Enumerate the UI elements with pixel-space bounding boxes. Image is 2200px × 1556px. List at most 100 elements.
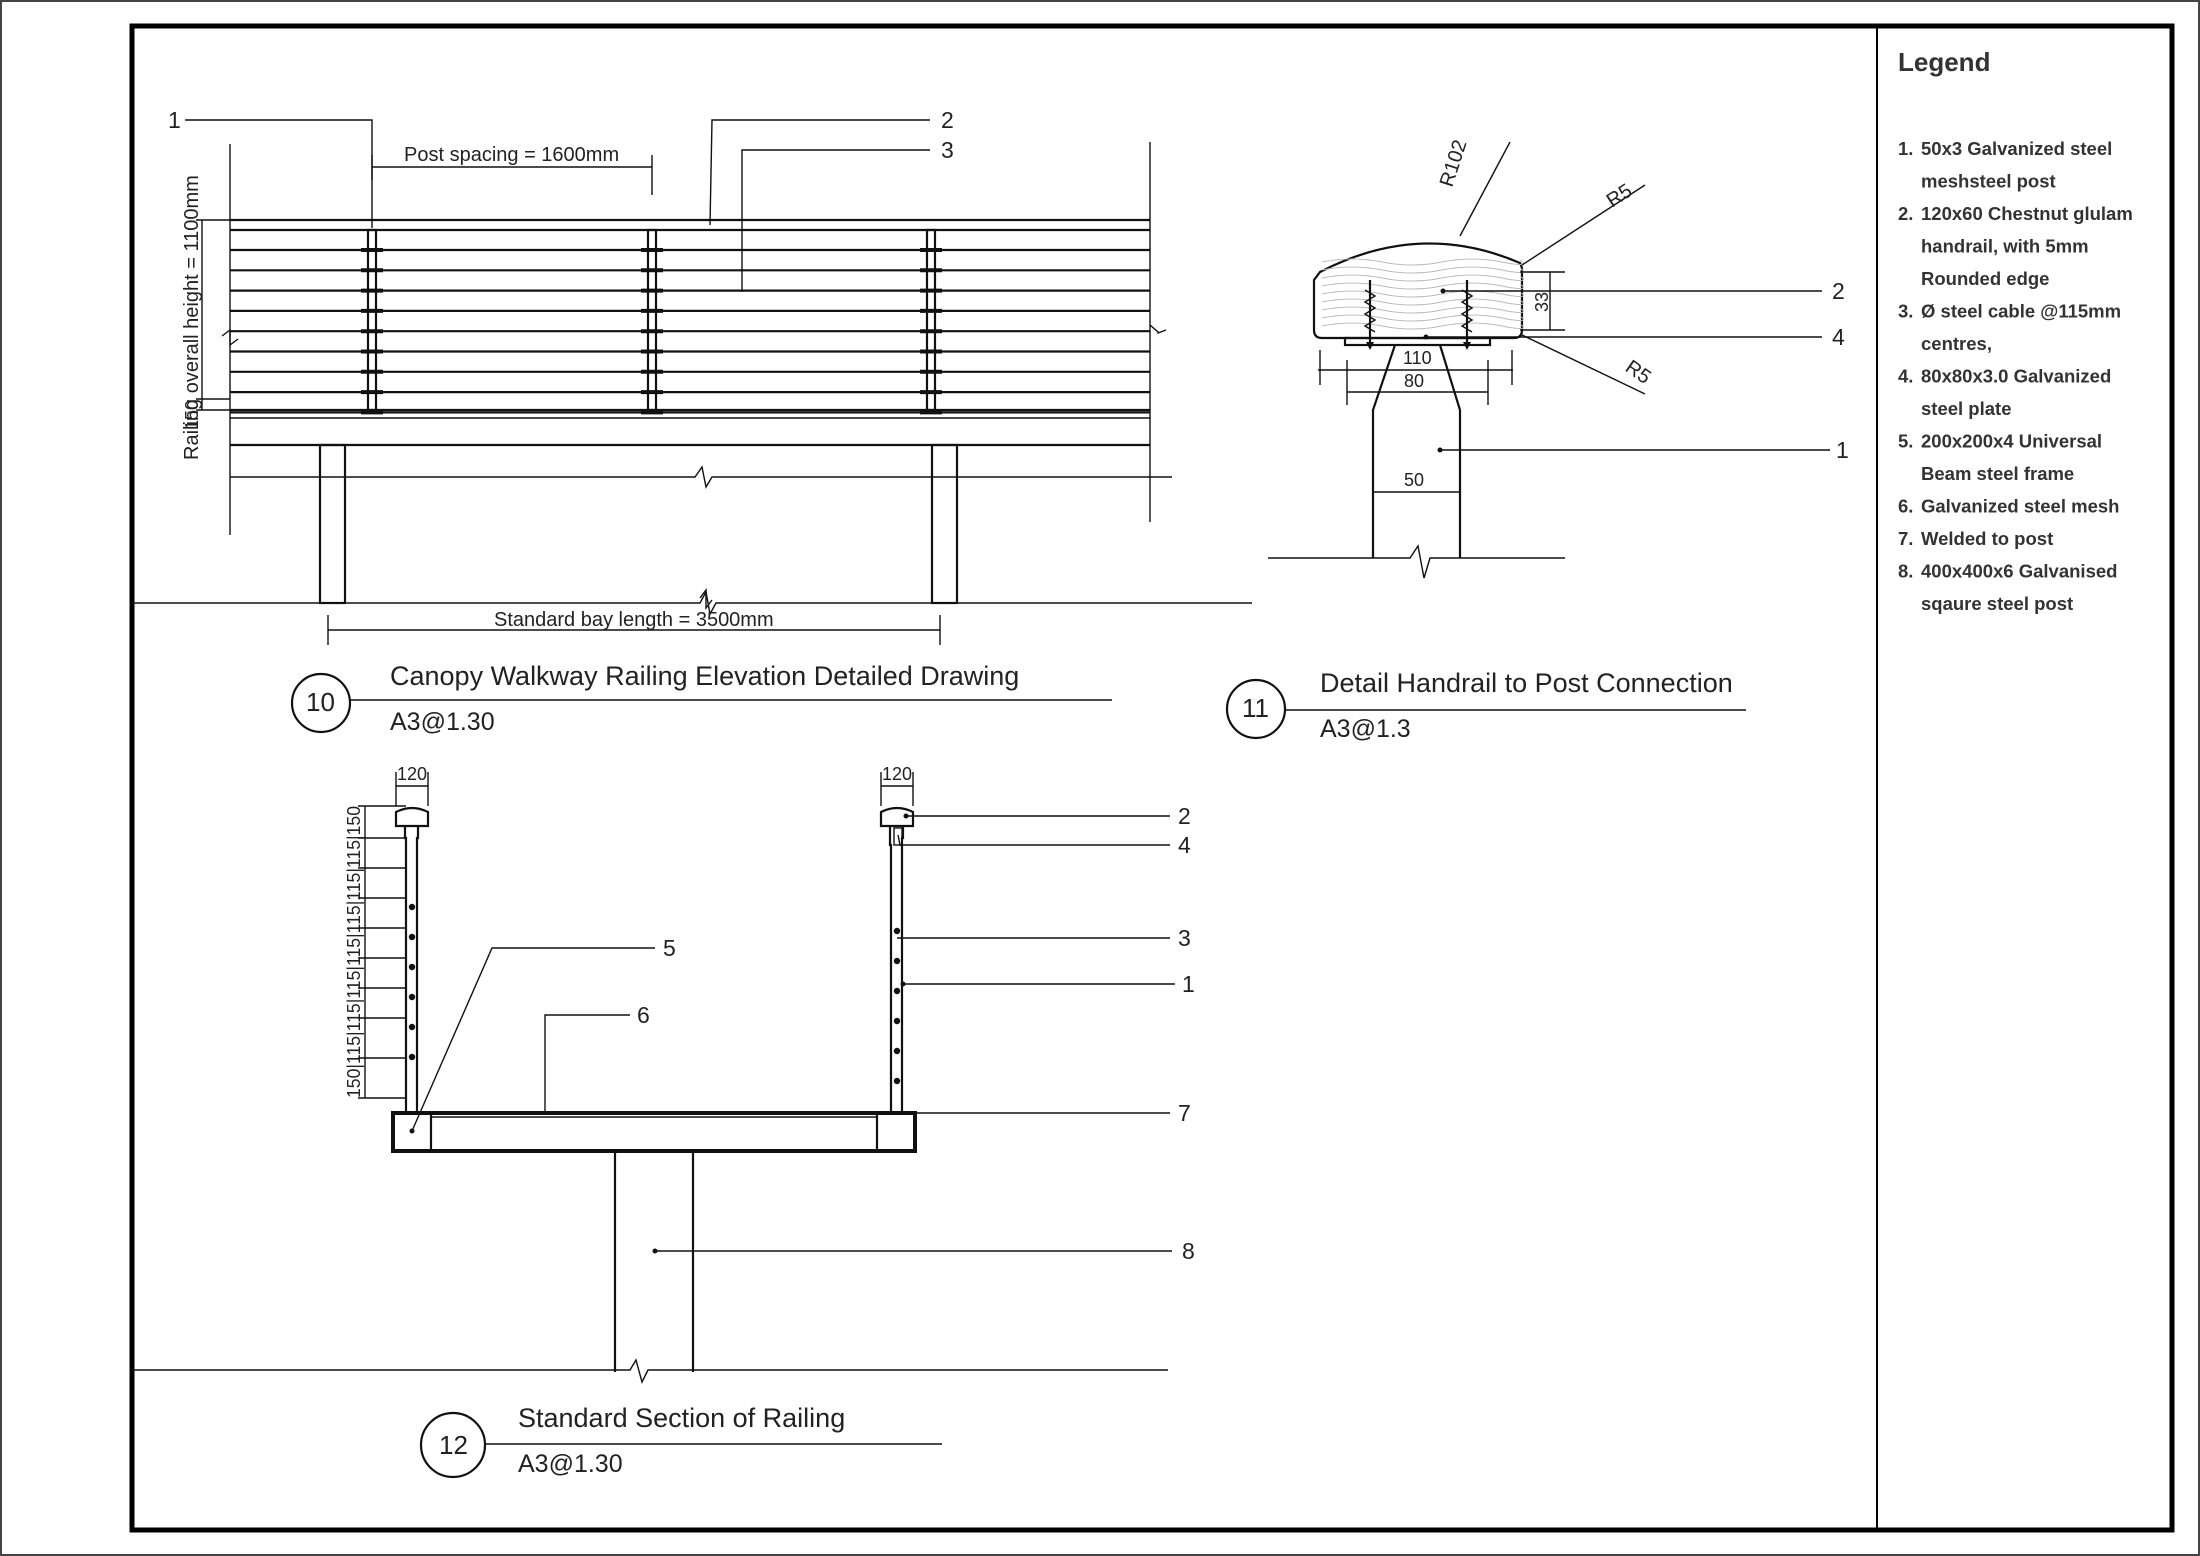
legend-item-text: steel plate bbox=[1921, 398, 2012, 419]
section-callout-8-dot bbox=[652, 1248, 658, 1254]
section-cable-dot-right bbox=[893, 987, 901, 995]
r102-label: R102 bbox=[1436, 137, 1472, 189]
section-cable-dot-left bbox=[408, 1053, 416, 1061]
dim-50-label: 50 bbox=[1404, 470, 1424, 490]
section-callout-1: 1 bbox=[1182, 971, 1195, 997]
wood-grain-line bbox=[1321, 258, 1524, 266]
detail-callout-2: 2 bbox=[1832, 278, 1845, 304]
drawing-11-scale: A3@1.3 bbox=[1320, 715, 1411, 743]
post-taper-left bbox=[1371, 344, 1397, 558]
wood-grain-texture bbox=[1321, 258, 1524, 330]
elevation-post bbox=[366, 228, 378, 412]
wood-grain-line bbox=[1321, 298, 1524, 306]
drawing-11-number-circle bbox=[1225, 678, 1287, 740]
legend-item-text: Rounded edge bbox=[1921, 268, 2049, 289]
drawing-12-title: Standard Section of Railing bbox=[518, 1403, 845, 1433]
legend-item-number: 8. bbox=[1898, 561, 1913, 582]
drawing-10-number-circle bbox=[290, 672, 352, 734]
legend-item-number: 7. bbox=[1898, 528, 1913, 549]
detail-callout-2-dot bbox=[1440, 288, 1446, 294]
detail-callout-4-dot bbox=[1423, 334, 1429, 340]
elevation-callout-2: 2 bbox=[941, 107, 954, 133]
legend-item-number: 2. bbox=[1898, 203, 1913, 224]
section-vertical-dim-ticks bbox=[358, 805, 406, 1099]
elevation-callout-3: 3 bbox=[941, 137, 954, 163]
section-width-label-right: 120 bbox=[882, 764, 912, 784]
section-callout-6-leader bbox=[544, 1014, 630, 1115]
section-callout-8: 8 bbox=[1182, 1238, 1195, 1264]
legend-item-number: 4. bbox=[1898, 366, 1913, 387]
section-post-right bbox=[888, 826, 905, 1113]
legend-title: Legend bbox=[1898, 47, 1990, 77]
bay-length-label: Standard bay length = 3500mm bbox=[494, 609, 774, 631]
elevation-left-break bbox=[221, 328, 239, 347]
legend-item-number: 1. bbox=[1898, 138, 1913, 159]
wood-grain-line bbox=[1321, 290, 1524, 298]
bottom-offset-dim: 150 bbox=[182, 400, 202, 430]
railing-section-drawing: 120 120 150|115|115|115|115|115|115|115|… bbox=[132, 764, 1195, 1479]
screw-left bbox=[1363, 280, 1377, 350]
drawing-11-number: 11 bbox=[1242, 693, 1269, 723]
callout-leader-2 bbox=[709, 119, 930, 226]
legend-item-text: centres, bbox=[1921, 333, 1992, 354]
section-cable-dots bbox=[408, 903, 901, 1085]
handrail-profile bbox=[1312, 242, 1524, 340]
elevation-post bbox=[925, 228, 937, 412]
elevation-drawing: 1 2 3 Post spacing = 1600mm Railing over… bbox=[132, 107, 1252, 736]
section-callout-5-leader bbox=[411, 947, 655, 1132]
section-width-label-left: 120 bbox=[397, 764, 427, 784]
post-taper-right bbox=[1438, 344, 1462, 558]
detail-callout-1: 1 bbox=[1836, 437, 1849, 463]
detail-callout-1-dot bbox=[1437, 447, 1443, 453]
section-cable-dot-right bbox=[893, 1047, 901, 1055]
legend-panel: Legend 1. 50x3 Galvanized steel meshsteel … bbox=[1898, 47, 2133, 614]
elevation-posts bbox=[361, 228, 942, 415]
drawing-11-title: Detail Handrail to Post Connection bbox=[1320, 668, 1733, 698]
elevation-callout-1: 1 bbox=[168, 107, 181, 133]
section-cable-dot-left bbox=[408, 993, 416, 1001]
section-beam-left-box bbox=[391, 1111, 433, 1153]
callout-leader-3 bbox=[741, 149, 930, 292]
section-callout-5: 5 bbox=[663, 935, 676, 961]
section-callout-7: 7 bbox=[1178, 1100, 1191, 1126]
section-callout-2: 2 bbox=[1178, 803, 1191, 829]
legend-item-text: handrail, with 5mm bbox=[1921, 236, 2089, 257]
section-cable-dot-left bbox=[408, 1023, 416, 1031]
legend-item-text: Beam steel frame bbox=[1921, 463, 2074, 484]
legend-item-text: 50x3 Galvanized steel bbox=[1921, 138, 2112, 159]
dim-80-label: 80 bbox=[1404, 371, 1424, 391]
legend-item-number: 6. bbox=[1898, 496, 1913, 517]
support-post-right bbox=[930, 443, 959, 605]
section-callout-1-dot bbox=[900, 981, 906, 987]
drawing-12-number-circle bbox=[419, 1411, 487, 1479]
legend-item-text: meshsteel post bbox=[1921, 171, 2056, 192]
section-callout-6: 6 bbox=[637, 1002, 650, 1028]
dim-110-label: 110 bbox=[1403, 348, 1432, 368]
ground-line-lower bbox=[132, 589, 1252, 617]
section-callout-2-dot bbox=[903, 813, 909, 819]
section-beam-right-box bbox=[875, 1111, 917, 1153]
ground-line-upper bbox=[230, 465, 1172, 489]
detail-ground-line bbox=[1268, 544, 1565, 579]
legend-item-number: 5. bbox=[1898, 431, 1913, 452]
drawing-10-number: 10 bbox=[306, 687, 335, 717]
section-callout-3: 3 bbox=[1178, 925, 1191, 951]
drawing-12-number: 12 bbox=[439, 1430, 468, 1460]
sheet-frame bbox=[129, 23, 2175, 1533]
section-cable-dot-left bbox=[408, 933, 416, 941]
legend-item-text: Galvanized steel mesh bbox=[1921, 496, 2119, 517]
wood-grain-line bbox=[1321, 306, 1524, 314]
section-callout-4-leader bbox=[897, 834, 1170, 846]
overall-height-label: Railing overall height = 1100mm bbox=[181, 175, 203, 460]
dim-33-label: 33 bbox=[1532, 292, 1552, 312]
wood-grain-line bbox=[1321, 322, 1524, 330]
r5-top-label: R5 bbox=[1603, 180, 1636, 212]
r5-top-leader bbox=[1521, 184, 1646, 266]
callout-leader-1 bbox=[185, 119, 373, 228]
section-vertical-dims: 150|115|115|115|115|115|115|115|150 bbox=[344, 806, 364, 1098]
drawing-10-scale: A3@1.30 bbox=[390, 708, 495, 736]
section-cable-dot-right bbox=[893, 1077, 901, 1085]
